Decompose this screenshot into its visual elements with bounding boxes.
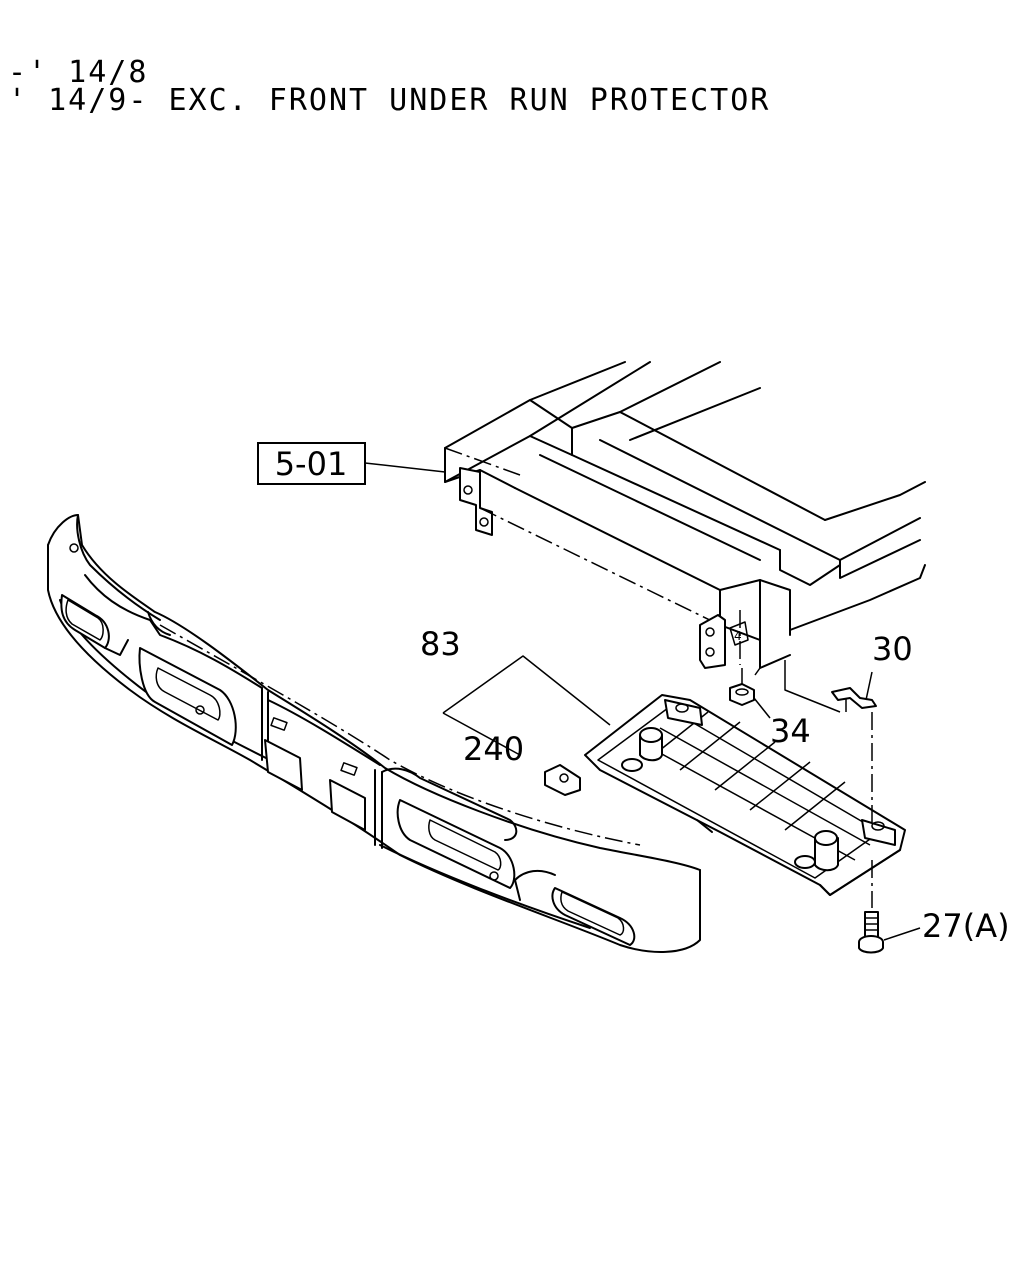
applicability-line-1: -' 14/8 [8, 55, 149, 90]
front-bumper [47, 514, 701, 953]
callout-34[interactable]: 34 [770, 712, 811, 750]
callout-30[interactable]: 30 [872, 630, 913, 668]
callout-240[interactable]: 240 [463, 730, 524, 768]
leader-34 [753, 697, 771, 719]
ref-box-5-01[interactable]: 5-01 [257, 442, 366, 485]
clip [544, 764, 581, 796]
callout-34-label: 34 [770, 712, 811, 750]
callout-83[interactable]: 83 [420, 625, 461, 663]
leader-27a [883, 927, 921, 941]
nut [729, 683, 755, 706]
bolt [858, 911, 884, 954]
ref-box-label: 5-01 [275, 445, 348, 483]
leader-30 [865, 671, 873, 701]
leader-83-b [442, 712, 521, 756]
callout-27a-label: 27(A) [922, 907, 1010, 945]
callout-27a[interactable]: 27(A) [922, 907, 1010, 945]
svg-text:4: 4 [734, 629, 742, 643]
leader-83 [442, 655, 611, 726]
callout-83-label: 83 [420, 625, 461, 663]
callout-240-label: 240 [463, 730, 524, 768]
leader-5-01 [364, 462, 446, 473]
applicability-line-2: ' 14/9- EXC. FRONT UNDER RUN PROTECTOR [8, 83, 771, 118]
chassis-frame: 4 [444, 361, 926, 676]
bracket [784, 660, 877, 713]
step-plate [584, 694, 906, 896]
callout-30-label: 30 [872, 630, 913, 668]
